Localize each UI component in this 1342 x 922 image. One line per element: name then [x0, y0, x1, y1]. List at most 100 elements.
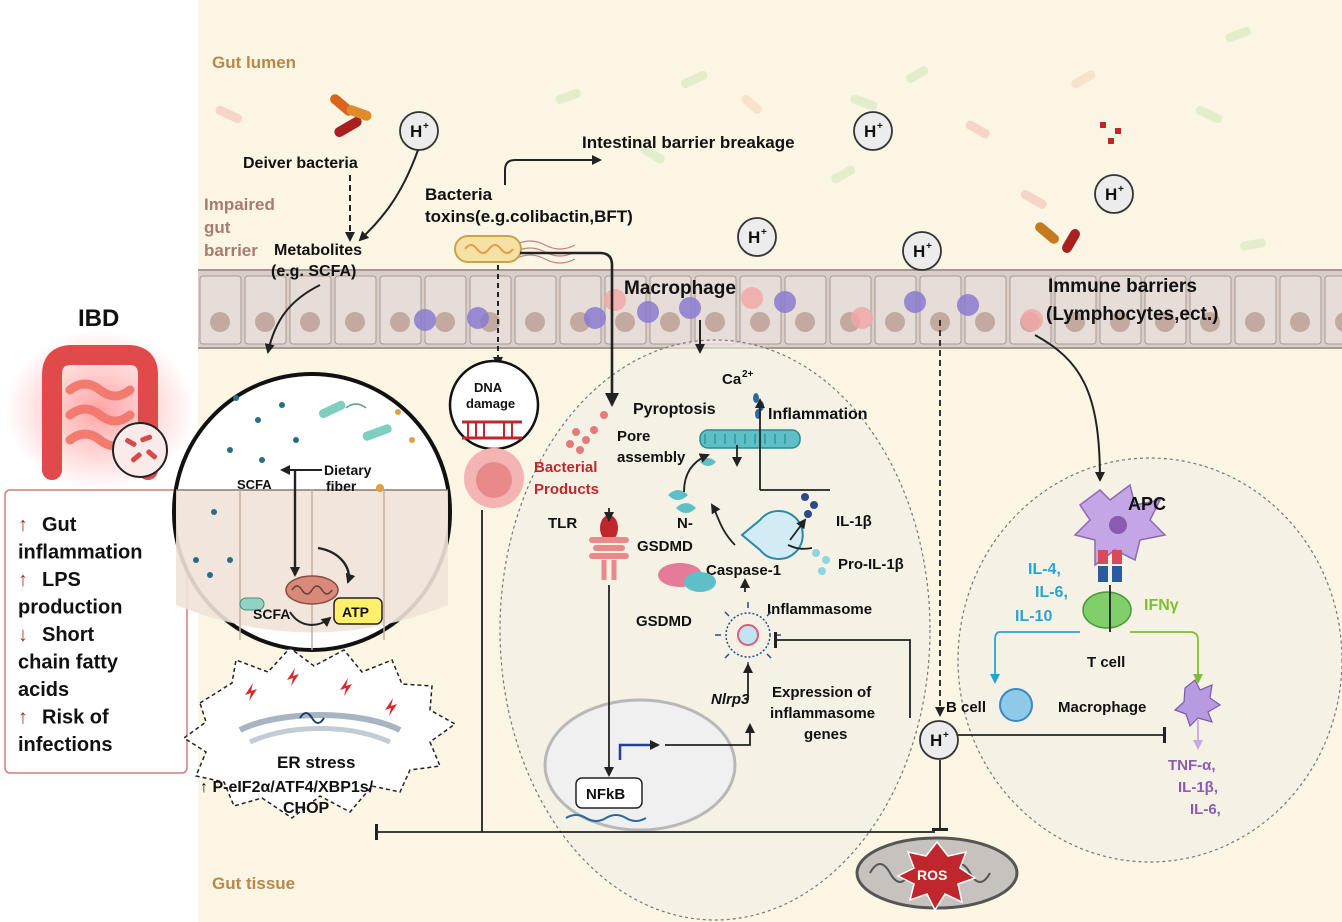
cell-nucleus: [210, 312, 230, 332]
t-cell-label: T cell: [1087, 654, 1125, 671]
region-impaired-1: Impaired: [204, 195, 275, 214]
colon-icon: [5, 330, 195, 490]
immune-cell: [904, 291, 926, 313]
er-markers-label-2: CHOP: [283, 800, 330, 817]
proton-sup: +: [943, 730, 949, 741]
tnf-label-2: IL-1β,: [1178, 779, 1218, 796]
symptom-text: Risk of: [42, 707, 109, 729]
apc-label: APC: [1128, 494, 1166, 514]
symptom-arrow: ↓: [18, 624, 28, 646]
immune-cell: [957, 294, 979, 316]
cell-nucleus: [255, 312, 275, 332]
metabolites-label-2: (e.g. SCFA): [271, 263, 356, 280]
immune-cell: [637, 301, 659, 323]
cell-nucleus: [525, 312, 545, 332]
cell-nucleus: [1065, 312, 1085, 332]
epithelial-cell: [199, 275, 242, 345]
atp-label: ATP: [342, 604, 369, 620]
top-arrows: [264, 149, 1105, 482]
cell-nucleus: [390, 312, 410, 332]
inflammasome-label: Inflammasome: [767, 601, 872, 618]
epithelial-cell: [289, 275, 332, 345]
symptom-text: inflammation: [18, 542, 142, 564]
n-gsdmd-label-2: GSDMD: [637, 538, 693, 555]
proton-sup: +: [1118, 184, 1124, 195]
proton-sup: +: [423, 121, 429, 132]
immune-cell: [604, 289, 626, 311]
symptom-text: Short: [42, 624, 95, 646]
epithelial-cell: [1324, 275, 1342, 345]
pathway-arrows: [376, 320, 1166, 832]
proton-marker: H+: [919, 720, 959, 760]
proton-h: H: [864, 122, 876, 141]
symptom-text: production: [18, 597, 122, 619]
epithelial-cell: [1279, 275, 1322, 345]
cell-nucleus: [885, 312, 905, 332]
cell-nucleus: [975, 312, 995, 332]
cell-nucleus: [1290, 312, 1310, 332]
caspase1-label: Caspase-1: [706, 562, 781, 579]
symptom-arrow: ↑: [18, 514, 28, 536]
epithelial-cell: [1099, 275, 1142, 345]
cell-nucleus: [1155, 312, 1175, 332]
cell-nucleus: [705, 312, 725, 332]
proton-marker: H+: [853, 111, 893, 151]
proton-sup: +: [761, 227, 767, 238]
cell-nucleus: [750, 312, 770, 332]
bacterial-products-label-1: Bacterial: [534, 459, 597, 476]
immune-cell: [1021, 309, 1043, 331]
tlr-label: TLR: [548, 515, 577, 532]
er-stress-label: ER stress: [277, 753, 355, 772]
proton-h: H: [410, 122, 422, 141]
macrophage-cell-icon: [1173, 679, 1222, 728]
cell-nucleus: [345, 312, 365, 332]
immune-cell: [741, 287, 763, 309]
ca-label: Ca: [722, 371, 742, 388]
dna-damage-icon: [448, 359, 540, 508]
proton-marker: H+: [1094, 174, 1134, 214]
epithelial-cell: [379, 275, 422, 345]
cell-nucleus: [795, 312, 815, 332]
proton-marker: H+: [737, 217, 777, 257]
bacteria-cluster-left: [330, 94, 372, 137]
er-markers-label-1: ↑ P-eIF2α/ATF4/XBP1s/: [200, 779, 374, 796]
region-gut-lumen: Gut lumen: [212, 53, 296, 72]
pyroptosis-label: Pyroptosis: [633, 401, 716, 418]
lumen-bacteria: [215, 26, 1267, 251]
dna-damage-label-2: damage: [466, 396, 515, 411]
epithelial-cell: [424, 275, 467, 345]
scfa-label-1: SCFA: [237, 477, 272, 492]
proton-h: H: [913, 242, 925, 261]
cell-nucleus: [615, 312, 635, 332]
immune-cell: [414, 309, 436, 331]
dietary-fiber-label-1: Dietary: [324, 462, 372, 478]
n-gsdmd-label-1: N-: [677, 515, 693, 532]
il-label-1: IL-4,: [1028, 561, 1061, 578]
symptom-text: acids: [18, 679, 69, 701]
cell-nucleus: [660, 312, 680, 332]
immune-cell: [467, 307, 489, 329]
toxin-bacterium-icon: [454, 235, 576, 264]
t-cell-icon: [1082, 591, 1132, 629]
proton-sup: +: [926, 241, 932, 252]
apc-cell-icon: [1073, 483, 1167, 582]
epithelial-cell: [739, 275, 782, 345]
immune-cell: [774, 291, 796, 313]
symptom-text: Gut: [42, 514, 77, 536]
er-stress-burst: [182, 646, 457, 819]
proton-h: H: [1105, 185, 1117, 204]
epithelial-cell: [1189, 275, 1232, 345]
ibd-title: IBD: [78, 305, 119, 332]
scfa-label-2: SCFA: [253, 606, 290, 622]
symptom-arrow: ↑: [18, 569, 28, 591]
pore-assembly-label-2: assembly: [617, 449, 686, 466]
proton-marker: H+: [902, 231, 942, 271]
ibd-symptom-list: ↑Gutinflammation↑LPSproduction↓Shortchai…: [18, 514, 142, 756]
immune-ellipse: [957, 457, 1342, 863]
expression-label-2: inflammasome: [770, 705, 875, 722]
symptom-text: LPS: [42, 569, 81, 591]
pro-il1b-label: Pro-IL-1β: [838, 556, 904, 573]
proton-marker: H+: [399, 111, 439, 151]
